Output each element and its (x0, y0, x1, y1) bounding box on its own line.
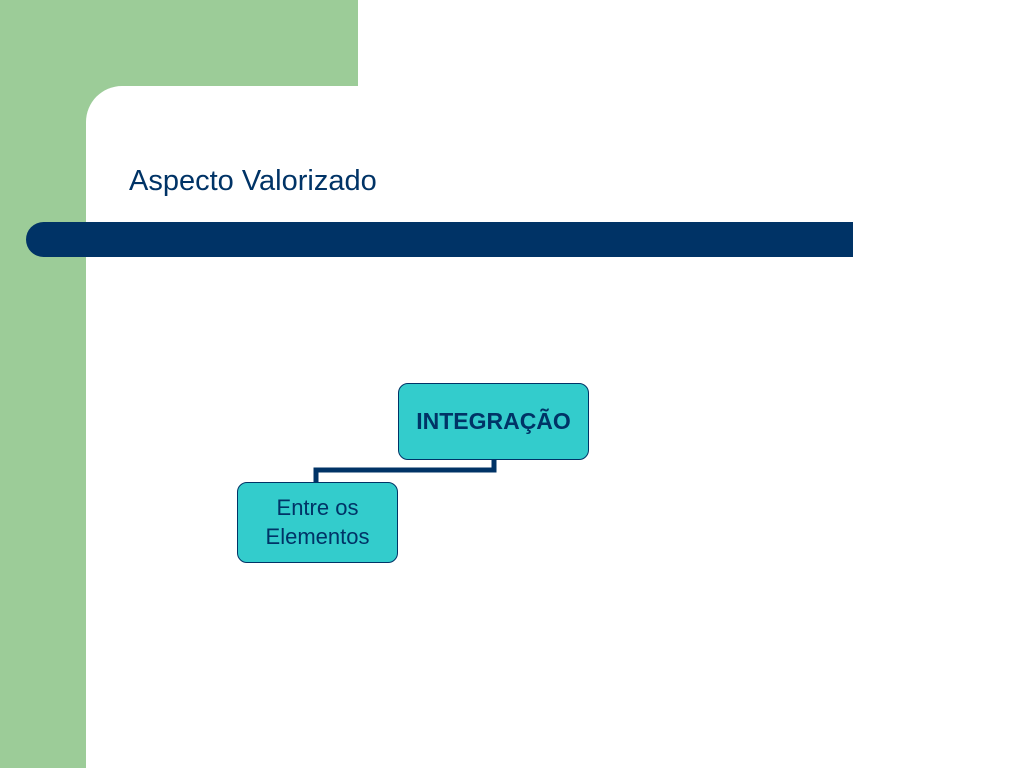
child-node-label-line1: Entre os (276, 494, 359, 520)
slide-title: Aspecto Valorizado (129, 165, 377, 197)
title-underline-bar (26, 222, 853, 257)
child-node-label-line2: Elementos (265, 523, 370, 549)
child-node: Entre os Elementos (237, 482, 398, 563)
root-node-label: INTEGRAÇÃO (416, 408, 571, 434)
root-node: INTEGRAÇÃO (398, 383, 589, 460)
